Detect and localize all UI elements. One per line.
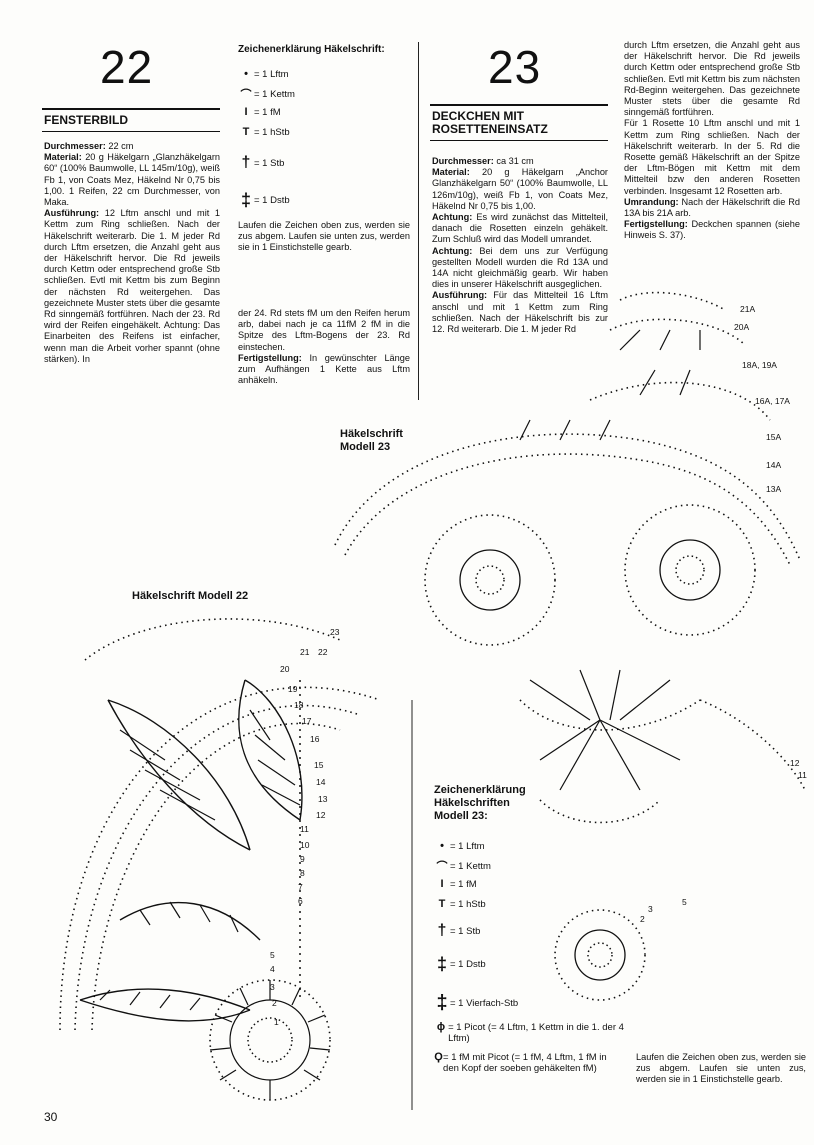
- legend-item: •= 1 Lftm: [434, 840, 485, 852]
- round-label: 16A, 17A: [755, 396, 790, 406]
- round-label: 5: [682, 897, 687, 907]
- arc-icon: ⌒: [434, 858, 450, 874]
- round-label: 6: [298, 896, 303, 906]
- round-label: 17: [302, 716, 312, 726]
- round-label: 3: [648, 904, 653, 914]
- round-label: 2: [640, 914, 645, 924]
- round-label: 21: [300, 647, 310, 657]
- legend-item: I= 1 fM: [434, 878, 477, 890]
- round-label: 10: [300, 840, 310, 850]
- bar-icon: I: [434, 878, 450, 890]
- legend-item: ⌒= 1 Kettm: [434, 858, 491, 874]
- round-label: 13A: [766, 484, 781, 494]
- round-label: 11: [798, 770, 807, 780]
- vstb-icon: ‡: [434, 992, 450, 1015]
- t-icon: T: [434, 898, 450, 910]
- round-label: 15: [314, 760, 324, 770]
- round-label: 12: [790, 758, 800, 768]
- page-number: 30: [44, 1110, 57, 1124]
- round-label: 4: [270, 964, 275, 974]
- round-label: 7: [298, 882, 303, 892]
- round-label: 23: [330, 627, 340, 637]
- dstb-icon: ‡: [434, 954, 450, 975]
- round-label: 3: [270, 982, 275, 992]
- round-label: 14A: [766, 460, 781, 470]
- round-label: 5: [270, 950, 275, 960]
- model23-round-labels: 21A 20A 18A, 19A 16A, 17A 15A 14A 13A 12…: [640, 304, 807, 924]
- model23-legend-title: Zeichenerklärung Häkelschriften Modell 2…: [434, 784, 526, 823]
- stb-icon: †: [434, 922, 450, 940]
- round-label: 1: [274, 1017, 279, 1027]
- round-label: 19: [288, 684, 298, 694]
- fm-picot-icon: Ϙ: [434, 1052, 443, 1074]
- round-label: 21A: [740, 304, 755, 314]
- round-label: 22: [318, 647, 328, 657]
- picot-icon: ϕ: [434, 1022, 448, 1044]
- legend-item: Ϙ= 1 fM mit Picot (= 1 fM, 4 Lftm, 1 fM …: [434, 1052, 624, 1074]
- round-label: 20A: [734, 322, 749, 332]
- round-label: 18: [294, 700, 304, 710]
- round-label: 20: [280, 664, 290, 674]
- round-label: 11: [300, 824, 309, 834]
- model22-diagram: [60, 619, 380, 1100]
- legend-item: ‡= 1 Vierfach-Stb: [434, 992, 518, 1015]
- round-label: 13: [318, 794, 328, 804]
- dot-icon: •: [434, 840, 450, 852]
- round-label: 12: [316, 810, 326, 820]
- legend-item: ϕ= 1 Picot (= 4 Lftm, 1 Kettm in die 1. …: [434, 1022, 624, 1044]
- round-label: 2: [272, 998, 277, 1008]
- round-label: 15A: [766, 432, 781, 442]
- round-label: 9: [300, 854, 305, 864]
- round-label: 18A, 19A: [742, 360, 777, 370]
- model23-diagram: [335, 293, 805, 1000]
- round-label: 16: [310, 734, 320, 744]
- legend-item: T= 1 hStb: [434, 898, 486, 910]
- legend-item: †= 1 Stb: [434, 922, 480, 940]
- round-label: 8: [300, 868, 305, 878]
- round-label: 14: [316, 777, 326, 787]
- legend-item: ‡= 1 Dstb: [434, 954, 486, 975]
- model23-legend-note: Laufen die Zeichen oben zus, werden sie …: [636, 1052, 806, 1086]
